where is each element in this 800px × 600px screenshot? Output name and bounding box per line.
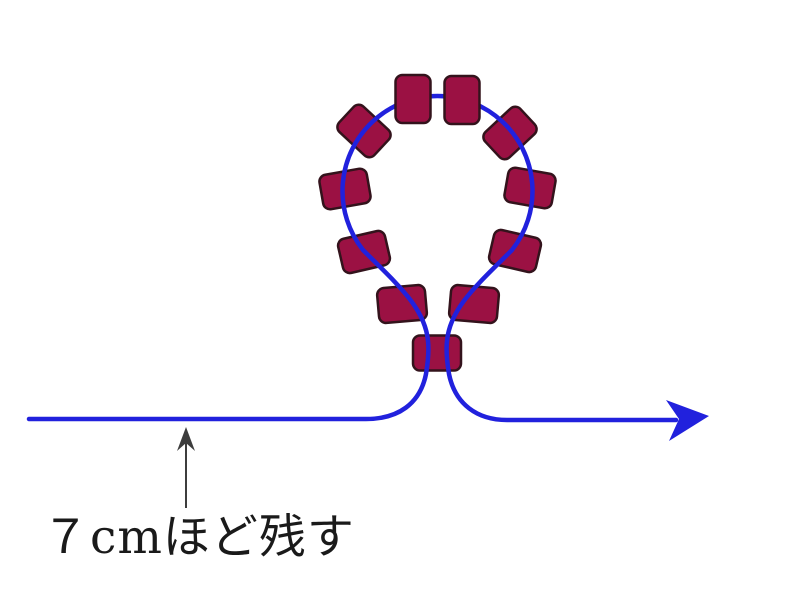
beads-layer-under-thread bbox=[318, 103, 557, 372]
bead bbox=[394, 73, 432, 125]
annotation-text: ７cmほど残す bbox=[42, 510, 355, 565]
thread-layer bbox=[26, 93, 709, 441]
annotation-arrow-icon bbox=[177, 427, 195, 508]
bead bbox=[318, 167, 372, 211]
annotation-arrowhead-icon bbox=[177, 427, 195, 451]
bead bbox=[411, 334, 463, 372]
bead bbox=[503, 166, 557, 210]
thread-path bbox=[26, 93, 679, 423]
bead bbox=[443, 74, 481, 126]
beads-layer-over-thread bbox=[394, 73, 481, 126]
thread-arrowhead-icon bbox=[666, 400, 709, 441]
